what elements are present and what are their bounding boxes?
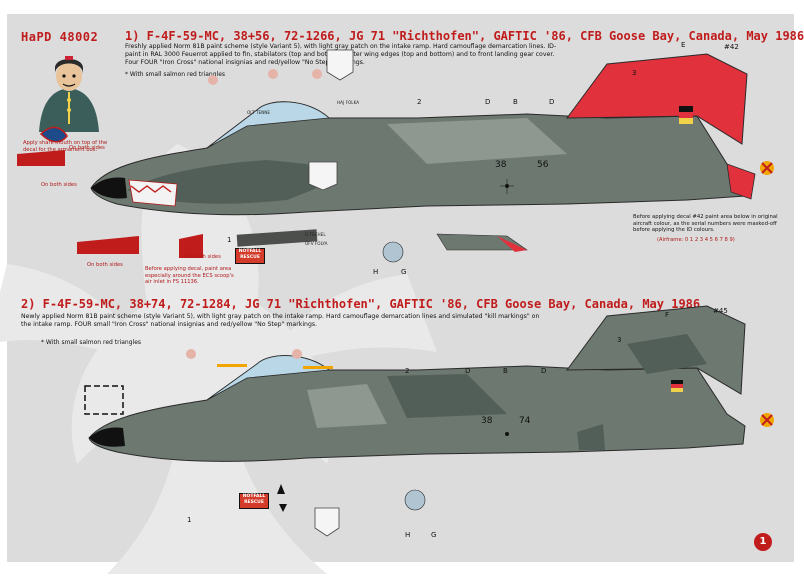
- nose-label-1: OLT TENNE: [247, 110, 271, 115]
- scheme1-callout-3: 3: [632, 69, 637, 77]
- scheme1-callout-B: B: [513, 98, 518, 106]
- scheme1-callout-2: 2: [417, 98, 422, 106]
- rescue-placard-1: NOTFALL RESCUE: [235, 248, 265, 264]
- scheme2-callout-3: 3: [617, 336, 622, 344]
- scheme1-callout-D-left: D: [485, 98, 491, 106]
- scheme1-serial-left: 38: [495, 160, 507, 170]
- nose-label-2: HAJ FOLKA: [337, 100, 360, 105]
- nose-label-3: U TECHEL: [305, 232, 326, 237]
- fin-note-red: (Airframe: 0 1 2 3 4 5 6 7 8 9): [657, 237, 735, 243]
- scheme2-description: Newly applied Norm 81B paint scheme (sty…: [21, 313, 540, 328]
- fin-note: Before applying decal #42 paint area bel…: [633, 214, 778, 233]
- scheme1-callout-G: G: [401, 268, 407, 276]
- scheme2-callout-B: B: [503, 367, 508, 375]
- sheet-reference: HaPD 48002: [21, 30, 99, 44]
- scheme1-title: 1) F-4F-59-MC, 38+56, 72-1266, JG 71 "Ri…: [125, 29, 804, 43]
- both-sides-2: On both sides: [41, 182, 77, 188]
- nose-label-4: OFV FOLYA: [305, 241, 328, 246]
- both-sides-1: On both sides: [69, 145, 105, 151]
- scheme2-callout-F: F: [665, 311, 670, 319]
- scheme2-callout-G: G: [431, 531, 437, 539]
- both-sides-4: On both sides: [185, 254, 221, 260]
- page-number-badge: 1: [754, 533, 772, 551]
- scheme1-callout-H: H: [373, 268, 379, 276]
- scheme1-note: * With small salmon red triangles: [125, 71, 226, 78]
- scheme2-note: * With small salmon red triangles: [41, 339, 142, 346]
- both-sides-3: On both sides: [87, 262, 123, 268]
- scheme2-callout-1: 1: [187, 516, 192, 524]
- scheme2-callout-D-right: D: [541, 367, 547, 375]
- scheme1-serial-right: 56: [537, 160, 549, 170]
- scheme1-callout-1: 1: [227, 236, 232, 244]
- scheme1-callout-42: #42: [724, 43, 739, 51]
- scheme1-aircraft-profile: [17, 49, 774, 263]
- rescue-placard-2: NOTFALL RESCUE: [239, 493, 269, 509]
- richthofen-eagle-watermark: [0, 144, 437, 574]
- decal-sheet: HaPD 48002 1) F-4F-59-MC, 38+56, 72-1266…: [0, 14, 804, 574]
- scheme1-callout-D-right: D: [549, 98, 555, 106]
- scheme2-callout-H: H: [405, 531, 411, 539]
- scheme2-callout-45: #45: [713, 307, 728, 315]
- scheme1-callout-E: E: [681, 41, 686, 49]
- pilot-mascot: [39, 56, 99, 132]
- scheme2-serial-right: 74: [519, 416, 531, 426]
- scheme2-aircraft-profile: [84, 305, 774, 537]
- scheme2-callout-D-left: D: [465, 367, 471, 375]
- scheme2-serial-left: 38: [481, 416, 493, 426]
- intake-note: Before applying decal, paint area especi…: [145, 266, 234, 285]
- mouth-note: Apply shark mouth on top of the decal fo…: [23, 140, 108, 153]
- scheme2-callout-2: 2: [405, 367, 410, 375]
- scheme2-title: 2) F-4F-59-MC, 38+74, 72-1284, JG 71 "Ri…: [21, 297, 701, 311]
